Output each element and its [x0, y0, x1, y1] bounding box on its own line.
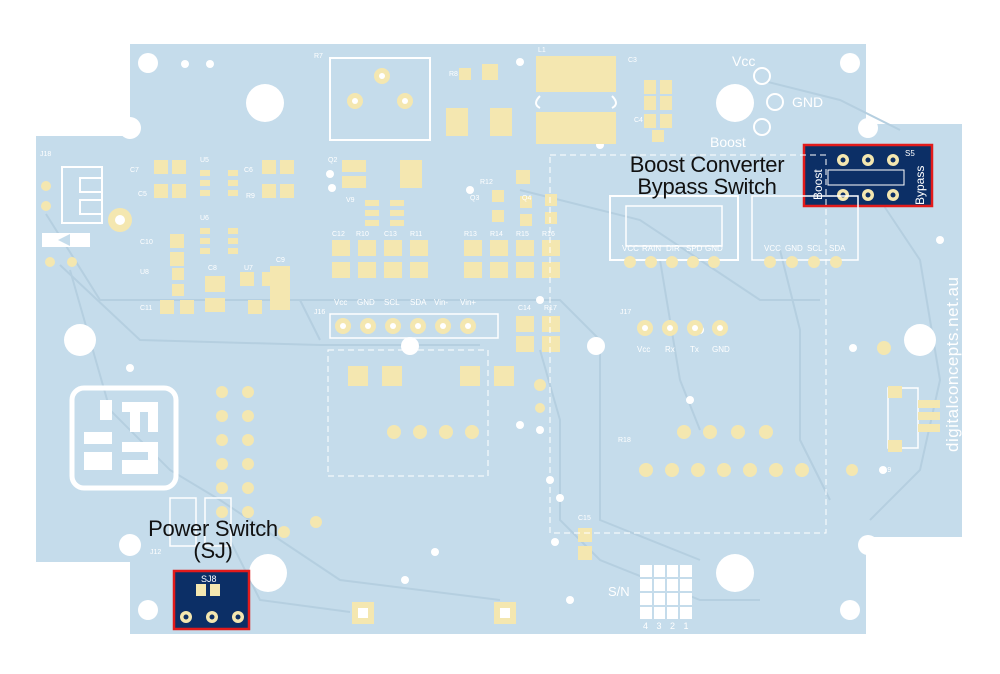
- ref-u6: U6: [200, 215, 209, 222]
- conn-a-pin-1: VCC: [622, 244, 639, 253]
- right-module-pads: [578, 425, 809, 560]
- power-callout-line1: Power Switch: [148, 516, 278, 541]
- c3-c4-pads: [644, 80, 672, 142]
- j17-pin-1: Vcc: [637, 345, 650, 354]
- ref-r13: R13: [464, 231, 477, 238]
- ref-r9: R9: [246, 193, 255, 200]
- power-callout-line2: (SJ): [193, 538, 233, 563]
- test-points: [753, 67, 784, 136]
- ref-j19: J19: [880, 467, 891, 474]
- label-sn: S/N: [608, 584, 630, 599]
- left-pin-columns: [216, 341, 891, 538]
- ref-r8: R8: [449, 71, 458, 78]
- j19-connector: [887, 386, 940, 452]
- weather-connectors: [609, 195, 859, 268]
- ref-j17: J17: [620, 309, 631, 316]
- j17-header: [637, 320, 728, 336]
- ref-q2: Q2: [328, 157, 337, 164]
- ref-r11: R11: [410, 231, 422, 238]
- ref-c12: C12: [332, 231, 345, 238]
- reference-designators: R7 R8 L1 C3 C4 Q2 V9 C12 R10 C13 R11 R12…: [40, 47, 891, 556]
- label-gnd: GND: [792, 94, 823, 110]
- label-url: digitalconcepts.net.au: [943, 277, 962, 452]
- conn-b-pin-2: GND: [785, 244, 803, 253]
- j12-outline: [169, 497, 232, 547]
- label-vcc: Vcc: [732, 53, 755, 69]
- conn-a-pin-4: SPD: [686, 244, 703, 253]
- j16-pin-6: Vin+: [460, 298, 476, 307]
- s5-switch: S5 Boost Bypass: [802, 143, 934, 208]
- ref-r7: R7: [314, 53, 323, 60]
- ref-l1: L1: [538, 47, 546, 54]
- ref-c7: C7: [130, 167, 139, 174]
- ref-c3: C3: [628, 57, 637, 64]
- ref-r10: R10: [356, 231, 369, 238]
- ref-u7: U7: [244, 265, 253, 272]
- j16-pin-3: SCL: [384, 298, 400, 307]
- dc-logo: [69, 385, 179, 491]
- conn-b-pin-4: SDA: [829, 244, 846, 253]
- ref-q4: Q4: [522, 195, 531, 202]
- conn-b-pin-1: VCC: [764, 244, 781, 253]
- sj8-jumper: SJ8: [172, 569, 251, 631]
- ref-j12: J12: [150, 549, 161, 556]
- label-sn-digits: 4 3 2 1: [643, 621, 692, 631]
- power-switch-callout: Power Switch (SJ): [128, 518, 298, 562]
- r7-trimpot: [329, 57, 431, 141]
- serial-number-grid: [640, 565, 692, 619]
- ref-r15: R15: [516, 231, 529, 238]
- boost-bypass-callout: Boost Converter Bypass Switch: [612, 154, 802, 198]
- ref-q3: Q3: [470, 195, 479, 202]
- ref-c13: C13: [384, 231, 397, 238]
- left-smd-pads: [154, 160, 294, 314]
- j16-pin-5: Vin-: [434, 298, 448, 307]
- conn-a-pin-5: GND: [705, 244, 723, 253]
- conn-a-pin-2: RAIN: [642, 244, 661, 253]
- j17-pin-4: GND: [712, 345, 730, 354]
- mounting-holes: [64, 53, 936, 620]
- ref-c8: C8: [208, 265, 217, 272]
- ref-c9: C9: [276, 257, 285, 264]
- ref-r17: R17: [544, 305, 557, 312]
- center-top-pads: [332, 64, 560, 352]
- ref-c6: C6: [244, 167, 253, 174]
- ref-v9: V9: [346, 197, 355, 204]
- ref-r18: R18: [618, 437, 631, 444]
- boost-callout-line1: Boost Converter: [629, 152, 785, 177]
- ref-c10: C10: [140, 239, 153, 246]
- ref-c15: C15: [578, 515, 591, 522]
- ref-c4: C4: [634, 117, 643, 124]
- j16-pin-1: Vcc: [334, 298, 347, 307]
- l1-inductor: [535, 56, 617, 144]
- label-s5-boost: Boost: [811, 169, 825, 200]
- ref-u5: U5: [200, 157, 209, 164]
- ref-r16: R16: [542, 231, 555, 238]
- module-outline: [549, 154, 827, 534]
- conn-a-pin-3: DIR: [666, 244, 680, 253]
- label-boost: Boost: [710, 134, 746, 150]
- ref-c11: C11: [140, 305, 152, 312]
- j17-pin-2: Rx: [665, 345, 675, 354]
- conn-b-pin-3: SCL: [807, 244, 823, 253]
- j18-connector: [41, 166, 103, 267]
- ref-j16: J16: [314, 309, 325, 316]
- ref-c5: C5: [138, 191, 147, 198]
- ref-u8: U8: [140, 269, 149, 276]
- ref-r12: R12: [480, 179, 493, 186]
- ref-c14: C14: [518, 305, 531, 312]
- j16-pin-4: SDA: [410, 298, 427, 307]
- boost-callout-line2: Bypass Switch: [637, 174, 777, 199]
- ref-j18: J18: [40, 151, 51, 158]
- j17-pin-3: Tx: [690, 345, 699, 354]
- ref-r14: R14: [490, 231, 503, 238]
- label-sj8: SJ8: [201, 574, 217, 584]
- label-s5: S5: [905, 149, 915, 158]
- label-s5-bypass: Bypass: [913, 166, 927, 205]
- j16-header: [329, 313, 499, 339]
- center-module: [327, 349, 514, 477]
- j16-pin-2: GND: [357, 298, 375, 307]
